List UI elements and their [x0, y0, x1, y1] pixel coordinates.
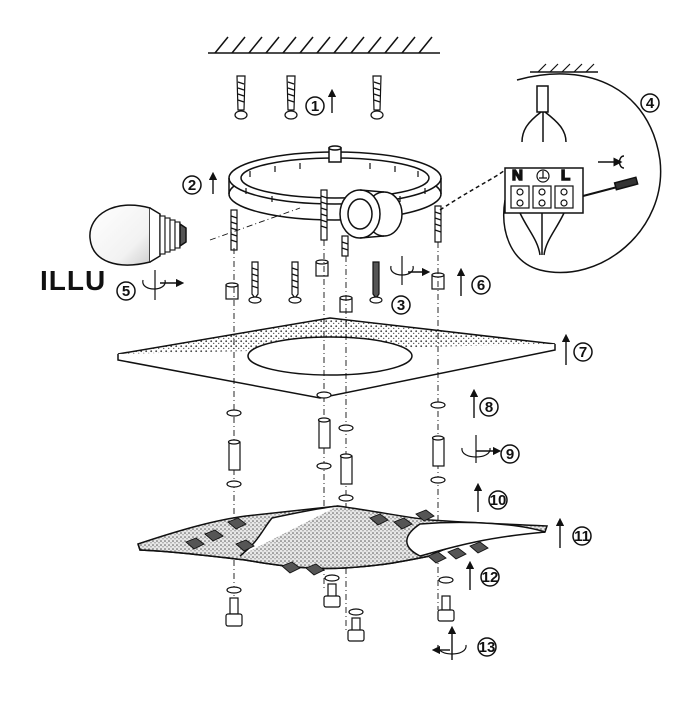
washers-and-spacers	[226, 391, 446, 502]
terminal-n: N	[512, 167, 523, 184]
step-12-number: 12	[482, 569, 499, 586]
step-13-marker: 13	[431, 625, 497, 660]
canopy-threaded-rods	[230, 189, 442, 257]
step-9-marker: 9	[461, 435, 520, 464]
step-7-number: 7	[579, 344, 587, 361]
step-9-number: 9	[506, 446, 514, 463]
step-7-marker: 7	[561, 333, 593, 365]
step-4-number: 4	[646, 95, 655, 112]
upper-frame	[117, 317, 556, 399]
step-3-number: 3	[397, 297, 405, 314]
lamp-socket	[339, 189, 403, 239]
bulb-label: ILLU	[40, 265, 106, 296]
step-8-marker: 8	[469, 388, 499, 418]
step-6-marker: 6	[456, 267, 491, 296]
light-bulb	[89, 204, 187, 266]
step-1-marker: 1	[305, 88, 337, 116]
step-1-number: 1	[311, 98, 319, 115]
step-10-marker: 10	[473, 482, 508, 512]
decorative-panel	[137, 505, 549, 576]
step-12-marker: 12	[465, 560, 500, 590]
step-3-marker: 3	[390, 256, 431, 315]
ceiling-spacers	[225, 259, 445, 313]
step-5-marker: 5	[116, 270, 185, 301]
step-11-marker: 11	[555, 517, 592, 548]
step-8-number: 8	[485, 399, 493, 416]
canopy-ring	[228, 145, 442, 221]
wall-plug-left	[234, 75, 248, 120]
step-2-number: 2	[188, 177, 196, 194]
bottom-fixing-screws	[225, 574, 455, 642]
ceiling	[208, 36, 440, 54]
step-4-marker: 4	[640, 93, 660, 113]
wall-plug-right	[370, 75, 384, 120]
wall-plug-middle	[284, 75, 298, 120]
terminal-l: L	[561, 167, 570, 184]
mounting-screws	[248, 261, 383, 304]
step-5-number: 5	[122, 283, 130, 300]
step-11-number: 11	[574, 528, 590, 545]
step-2-marker: 2	[182, 171, 218, 195]
step-13-number: 13	[479, 639, 496, 656]
wiring-detail: N L	[439, 63, 662, 274]
step-10-number: 10	[490, 492, 507, 509]
step-6-number: 6	[477, 277, 485, 294]
